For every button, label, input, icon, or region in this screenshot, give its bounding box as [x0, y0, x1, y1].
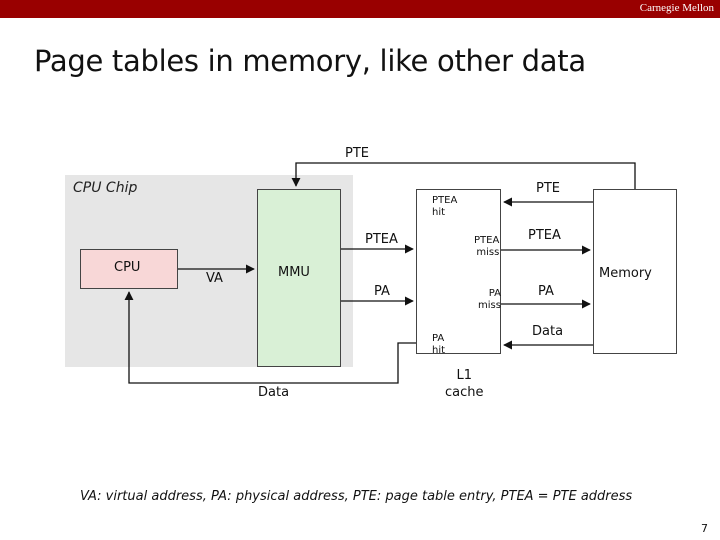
data-return-arrow: [124, 291, 416, 384]
mmu-block: [257, 189, 341, 367]
l1-cache-block: [416, 189, 501, 354]
l1-cache-label: L1 cache: [445, 368, 484, 400]
pte-memory-label: PTE: [536, 181, 560, 196]
memory-block: [593, 189, 677, 354]
slide-footnote: VA: virtual address, PA: physical addres…: [80, 489, 633, 504]
data-cpu-label: Data: [258, 385, 290, 400]
ptea-hit-label: PTEA hit: [432, 195, 458, 218]
pa-hit-label: PA hit: [432, 333, 446, 356]
pte-return-arrow: [291, 162, 636, 189]
pa-miss-label: PA miss: [478, 288, 501, 311]
pte-top-label: PTE: [345, 146, 369, 161]
ptea-mmu-label: PTEA: [365, 232, 398, 247]
cpu-block: [80, 249, 178, 289]
top-bar: Carnegie Mellon: [0, 0, 720, 18]
ptea-memory-label: PTEA: [528, 228, 561, 243]
data-memory-label: Data: [532, 324, 564, 339]
cpu-chip-label: CPU Chip: [73, 180, 138, 196]
page-number: 7: [701, 522, 708, 535]
memory-label: Memory: [599, 266, 652, 281]
va-label: VA: [206, 271, 223, 286]
ptea-miss-label: PTEA miss: [474, 235, 500, 258]
cpu-label: CPU: [114, 260, 141, 275]
pa-mmu-label: PA: [374, 284, 390, 299]
slide-title: Page tables in memory, like other data: [34, 44, 586, 78]
brand-name: Carnegie Mellon: [639, 2, 714, 14]
mmu-label: MMU: [278, 265, 310, 280]
pa-memory-label: PA: [538, 284, 554, 299]
